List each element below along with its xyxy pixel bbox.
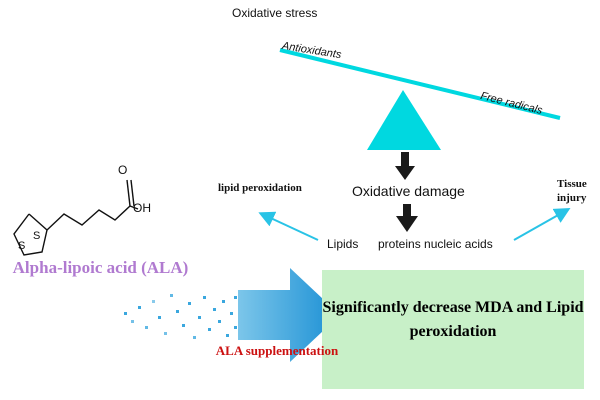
sulfur-atom-label: S bbox=[18, 240, 26, 252]
arrow-to-lipid-peroxidation bbox=[258, 211, 319, 241]
proteins-nucleic-acids-label: proteins nucleic acids bbox=[378, 237, 493, 251]
lipid-peroxidation-label: lipid peroxidation bbox=[218, 182, 302, 194]
arrow-to-tissue-injury bbox=[513, 208, 571, 241]
ala-supplementation-label: ALA supplementation bbox=[215, 343, 339, 358]
damage-arrow-lower bbox=[396, 204, 418, 232]
ala-supplementation-arrow bbox=[238, 268, 340, 362]
hydroxyl-label: OH bbox=[133, 201, 151, 215]
compound-name-label: Alpha-lipoic acid (ALA) bbox=[12, 258, 189, 277]
lipids-label: Lipids bbox=[327, 237, 359, 251]
sulfur-atom-label: S bbox=[33, 230, 41, 242]
oxidative-damage-label: Oxidative damage bbox=[352, 183, 465, 199]
damage-arrow-upper bbox=[395, 152, 415, 180]
oxygen-atom-label: O bbox=[118, 163, 128, 177]
tissue-injury-label: Tissue injury bbox=[557, 178, 587, 204]
diagram-title: Oxidative stress bbox=[232, 6, 318, 20]
seesaw-fulcrum bbox=[367, 90, 441, 150]
result-box bbox=[322, 270, 584, 389]
ala-molecule bbox=[13, 179, 139, 256]
seesaw-beam bbox=[279, 48, 561, 120]
result-text: Significantly decrease MDA and Lipid per… bbox=[322, 299, 584, 340]
arrow-particles bbox=[124, 294, 237, 339]
